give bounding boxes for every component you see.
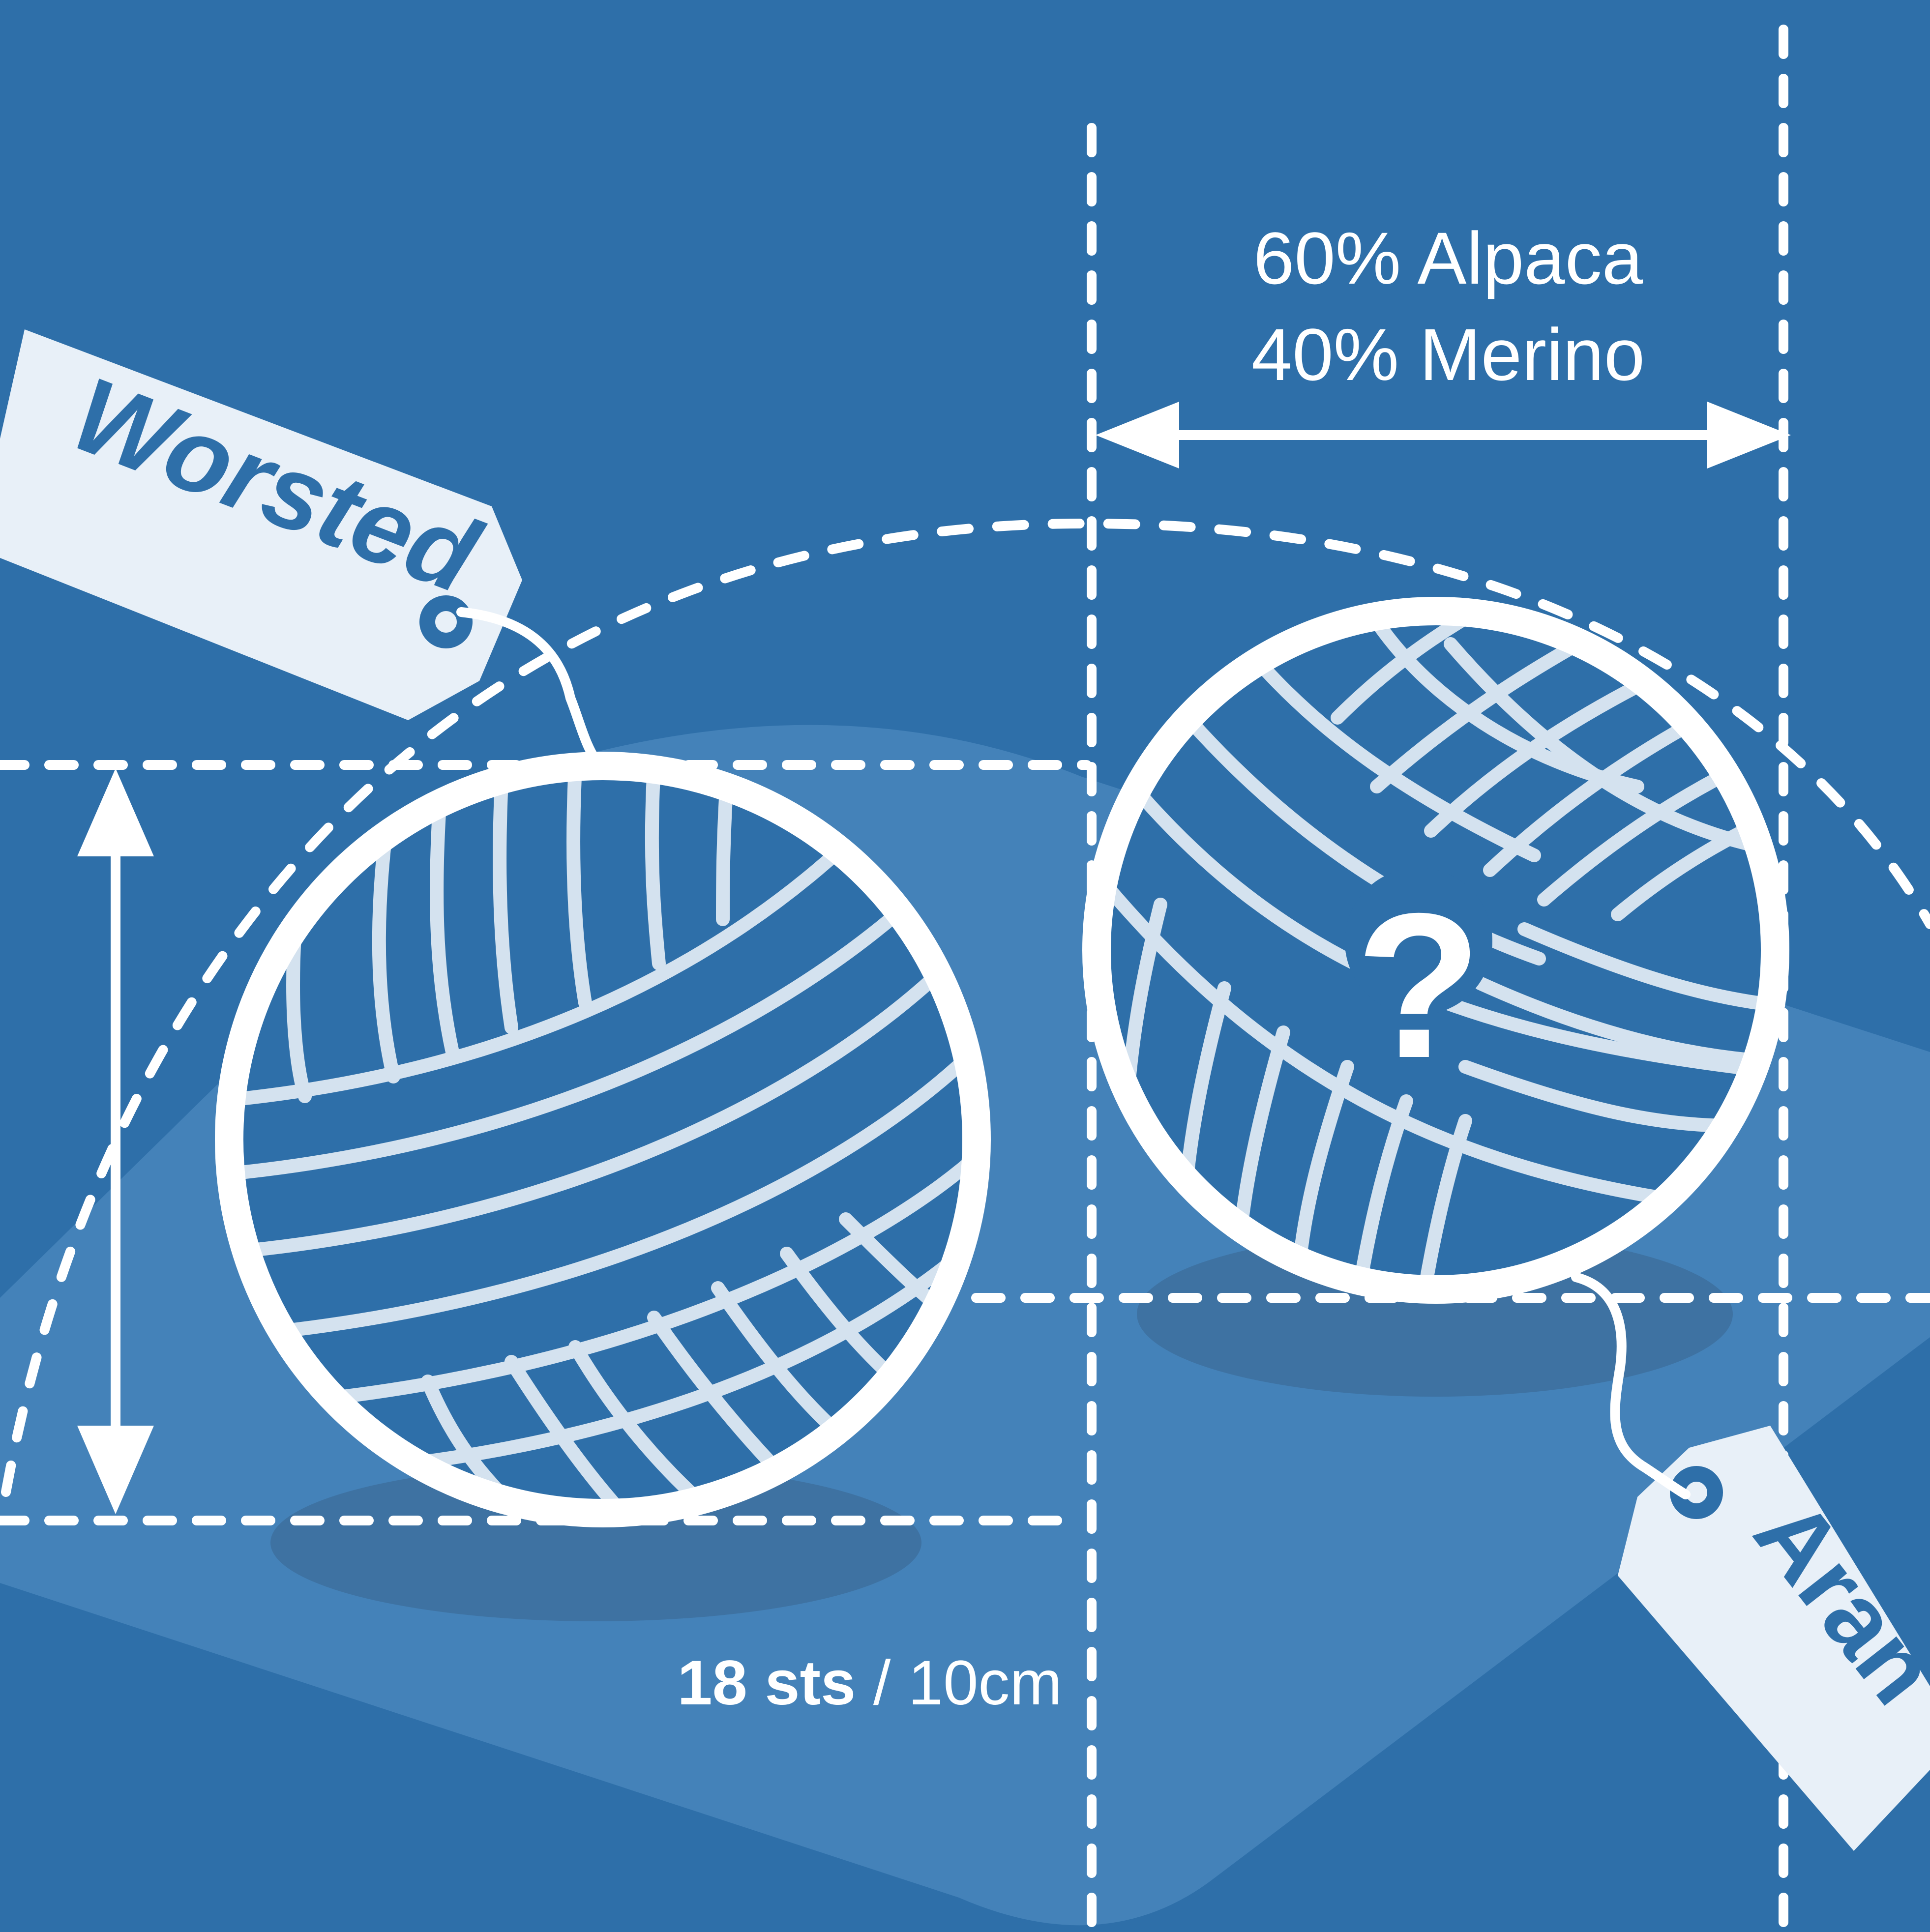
gauge-count: 18 sts (677, 1648, 856, 1718)
tag-worsted-hole (419, 595, 473, 648)
arrowhead-down (77, 1426, 154, 1514)
yarn-ball-left-outline (215, 752, 991, 1527)
gauge-unit: 10cm (908, 1648, 1062, 1718)
arrowhead-up (77, 768, 154, 856)
yarn-ball-left-fill (229, 766, 977, 1513)
string-worsted (456, 607, 605, 771)
height-arrow (77, 768, 154, 1514)
width-arrow (1096, 402, 1791, 468)
tag-aran-body (1618, 1426, 1930, 1851)
yarn-ball-left (215, 752, 991, 1527)
yarn-ball-right-outline (1082, 597, 1789, 1304)
dashed-arc (1, 518, 1930, 1497)
fiber-line-1: 60% Alpaca (1253, 217, 1643, 299)
fiber-line-2: 40% Merino (1251, 313, 1645, 396)
tag-worsted-body (0, 329, 522, 720)
arrowhead-left (1096, 402, 1179, 468)
gauge-label: 18 sts / 10cm (677, 1648, 1062, 1718)
yarn-ball-right: ? (1082, 597, 1789, 1304)
shadow-right (1137, 1231, 1733, 1397)
shadow-left (270, 1464, 921, 1621)
arrowhead-right (1707, 402, 1791, 468)
gauge-separator: / (856, 1648, 908, 1718)
question-mark-backdrop (1345, 868, 1492, 1015)
question-mark-icon: ? (1356, 871, 1482, 1101)
string-aran (1571, 1272, 1691, 1499)
yarn-strands-left (229, 766, 977, 1511)
tag-aran: Aran (1618, 1426, 1930, 1851)
